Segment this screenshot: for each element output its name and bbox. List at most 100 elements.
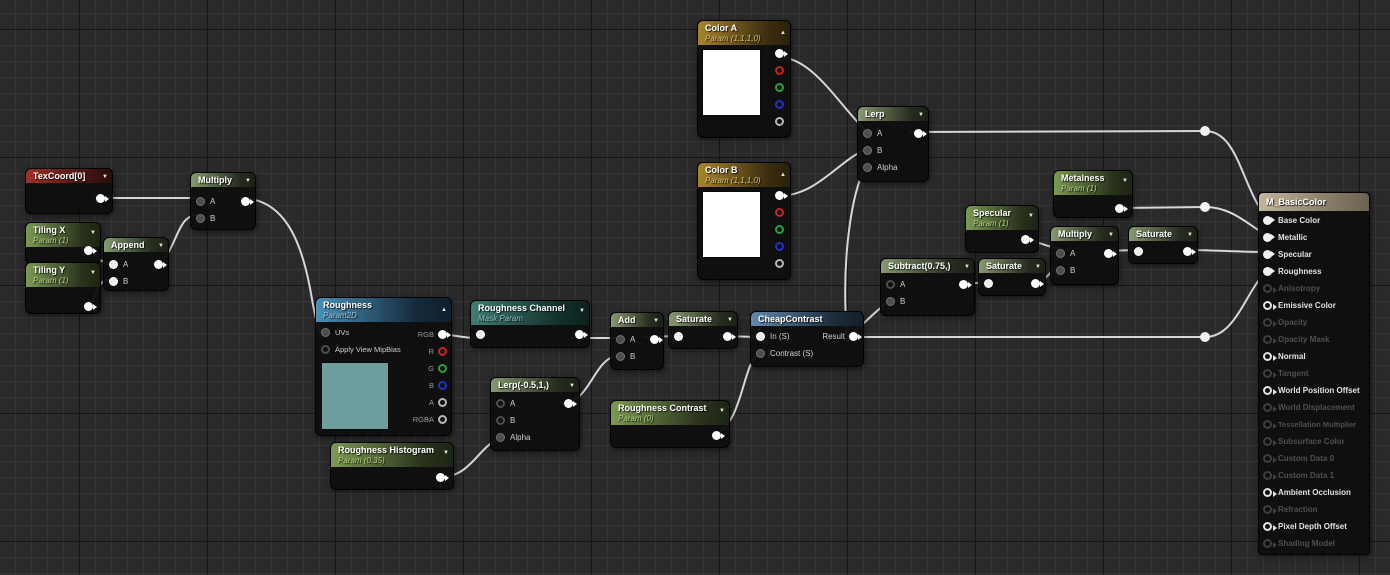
node-roughness-texture[interactable]: Roughness ▲ Param2D UVs Apply View MipBi… bbox=[315, 297, 452, 436]
pin-output-b[interactable] bbox=[438, 381, 447, 390]
pin-output-rgb[interactable] bbox=[775, 191, 788, 200]
node-add[interactable]: Add ▼ A B bbox=[610, 312, 664, 370]
pin-input-base-color[interactable] bbox=[1263, 216, 1275, 225]
pin-input-a[interactable] bbox=[863, 129, 872, 138]
collapse-arrow-icon[interactable]: ▼ bbox=[1122, 178, 1128, 184]
pin-output-result[interactable] bbox=[849, 332, 862, 341]
collapse-arrow-icon[interactable]: ▼ bbox=[1035, 264, 1041, 270]
pin-output-g[interactable] bbox=[438, 364, 447, 373]
node-subtract[interactable]: Subtract(0.75,) ▼ A B bbox=[880, 258, 975, 316]
collapse-arrow-icon[interactable]: ▼ bbox=[727, 317, 733, 323]
node-saturate-subtract[interactable]: Saturate ▼ bbox=[978, 258, 1046, 296]
wire[interactable] bbox=[777, 148, 867, 197]
pin-output[interactable] bbox=[1115, 204, 1128, 213]
collapse-arrow-icon[interactable]: ▼ bbox=[90, 230, 96, 236]
pin-input[interactable] bbox=[984, 279, 993, 288]
pin-input-a[interactable] bbox=[196, 197, 205, 206]
pin-output-a[interactable] bbox=[438, 398, 447, 407]
pin-input-metallic[interactable] bbox=[1263, 233, 1275, 242]
pin-input-b[interactable] bbox=[1056, 266, 1065, 275]
pin-input-custom-data-0[interactable] bbox=[1263, 454, 1277, 463]
pin-input-b[interactable] bbox=[196, 214, 205, 223]
node-tiling-x[interactable]: Tiling X ▼ Param (1) bbox=[25, 222, 101, 264]
pin-input-mipbias[interactable] bbox=[321, 345, 330, 354]
collapse-arrow-icon[interactable]: ▼ bbox=[918, 112, 924, 118]
pin-output[interactable] bbox=[1021, 235, 1034, 244]
node-multiply-specular[interactable]: Multiply ▼ A B bbox=[1050, 226, 1119, 285]
pin-output[interactable] bbox=[84, 246, 97, 255]
pin-output-rgba[interactable] bbox=[438, 415, 447, 424]
pin-input-opacity-mask[interactable] bbox=[1263, 335, 1277, 344]
collapse-arrow-icon[interactable]: ▼ bbox=[443, 450, 449, 456]
pin-output[interactable] bbox=[436, 473, 449, 482]
pin-output-b[interactable] bbox=[775, 100, 784, 109]
pin-output[interactable] bbox=[1183, 247, 1196, 256]
pin-input-pixel-depth-offset[interactable] bbox=[1263, 522, 1277, 531]
node-append[interactable]: Append ▼ A B bbox=[103, 237, 169, 291]
reroute-node[interactable] bbox=[1200, 126, 1210, 136]
pin-input-tessellation-multiplier[interactable] bbox=[1263, 420, 1277, 429]
reroute-node[interactable] bbox=[1200, 332, 1210, 342]
pin-input-uvs[interactable] bbox=[321, 328, 330, 337]
pin-input-b[interactable] bbox=[616, 352, 625, 361]
pin-input-b[interactable] bbox=[863, 146, 872, 155]
pin-input[interactable] bbox=[476, 329, 485, 339]
collapse-arrow-icon[interactable]: ▼ bbox=[1108, 232, 1114, 238]
pin-output[interactable] bbox=[575, 330, 588, 339]
pin-output-r[interactable] bbox=[775, 208, 784, 217]
node-material-result[interactable]: M_BasicColor Base Color Metallic Specula… bbox=[1258, 192, 1370, 555]
node-saturate-specular[interactable]: Saturate ▼ bbox=[1128, 226, 1198, 264]
reroute-node[interactable] bbox=[1200, 202, 1210, 212]
pin-output-r[interactable] bbox=[438, 347, 447, 356]
pin-input-b[interactable] bbox=[496, 416, 505, 425]
node-roughness-histogram[interactable]: Roughness Histogram ▼ Param (0.35) bbox=[330, 442, 454, 490]
pin-output[interactable] bbox=[564, 399, 577, 408]
pin-output[interactable] bbox=[96, 194, 109, 203]
pin-input[interactable] bbox=[674, 332, 683, 341]
pin-output[interactable] bbox=[154, 260, 167, 269]
node-color-b[interactable]: Color B ▲ Param (1,1,1,0) bbox=[697, 162, 791, 280]
pin-input-refraction[interactable] bbox=[1263, 505, 1277, 514]
pin-input-tangent[interactable] bbox=[1263, 369, 1277, 378]
pin-input[interactable] bbox=[1134, 247, 1143, 256]
pin-input-a[interactable] bbox=[886, 280, 895, 289]
node-cheapcontrast[interactable]: CheapContrast In (S) Result Contrast (S) bbox=[750, 311, 864, 367]
collapse-arrow-icon[interactable]: ▼ bbox=[719, 408, 725, 414]
collapse-arrow-icon[interactable]: ▼ bbox=[245, 178, 251, 184]
pin-input-contrast[interactable] bbox=[756, 349, 765, 358]
collapse-arrow-icon[interactable]: ▼ bbox=[90, 270, 96, 276]
pin-output[interactable] bbox=[959, 280, 972, 289]
pin-input-world-position-offset[interactable] bbox=[1263, 386, 1277, 395]
pin-input-shading-model[interactable] bbox=[1263, 539, 1277, 548]
pin-output-a[interactable] bbox=[775, 259, 784, 268]
node-lerp-roughness[interactable]: Lerp(-0.5,1,) ▼ A B Alpha bbox=[490, 377, 580, 451]
pin-output[interactable] bbox=[84, 302, 97, 311]
pin-input-in[interactable] bbox=[756, 332, 765, 341]
pin-input-b[interactable] bbox=[109, 277, 118, 286]
collapse-arrow-icon[interactable]: ▼ bbox=[1187, 232, 1193, 238]
node-specular[interactable]: Specular ▼ Param (1) bbox=[965, 205, 1039, 253]
pin-output-rgb[interactable] bbox=[775, 49, 788, 58]
pin-input-alpha[interactable] bbox=[496, 433, 505, 442]
pin-input-subsurface-color[interactable] bbox=[1263, 437, 1277, 446]
pin-input-b[interactable] bbox=[886, 297, 895, 306]
pin-input-a[interactable] bbox=[109, 260, 118, 269]
node-lerp-basecolor[interactable]: Lerp ▼ A B Alpha bbox=[857, 106, 929, 182]
pin-output-a[interactable] bbox=[775, 117, 784, 126]
pin-output-g[interactable] bbox=[775, 225, 784, 234]
pin-output[interactable] bbox=[914, 129, 927, 138]
pin-output-g[interactable] bbox=[775, 83, 784, 92]
collapse-arrow-icon[interactable]: ▼ bbox=[653, 318, 659, 324]
pin-output-rgb[interactable] bbox=[438, 330, 451, 339]
node-saturate-roughness[interactable]: Saturate ▼ bbox=[668, 311, 738, 349]
collapse-arrow-icon[interactable]: ▼ bbox=[579, 308, 585, 314]
collapse-arrow-icon[interactable]: ▲ bbox=[780, 30, 786, 36]
pin-input-emissive-color[interactable] bbox=[1263, 301, 1277, 310]
pin-output[interactable] bbox=[712, 431, 725, 440]
pin-input-world-displacement[interactable] bbox=[1263, 403, 1277, 412]
pin-input-alpha[interactable] bbox=[863, 163, 872, 172]
pin-output-r[interactable] bbox=[775, 66, 784, 75]
pin-output-b[interactable] bbox=[775, 242, 784, 251]
pin-output[interactable] bbox=[723, 332, 736, 341]
collapse-arrow-icon[interactable]: ▼ bbox=[158, 243, 164, 249]
